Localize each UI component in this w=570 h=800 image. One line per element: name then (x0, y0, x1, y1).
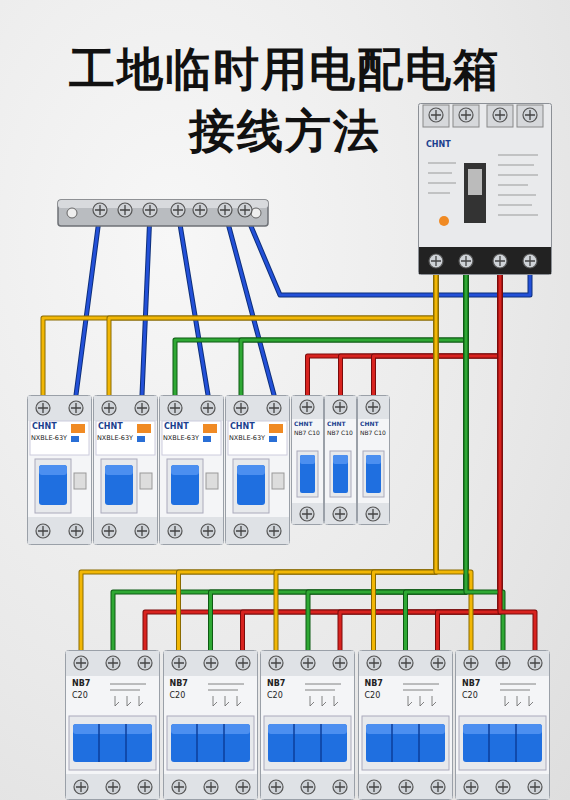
model-label: C20 (72, 692, 88, 700)
circuit-breaker: NB7C20 (358, 650, 453, 800)
brand-label: CHNT (294, 421, 313, 427)
wire-line (241, 275, 466, 395)
wire-line (211, 275, 467, 650)
title: 工地临时用电配电箱 接线方法 (55, 38, 515, 162)
wire-line (113, 275, 466, 650)
model-label: C20 (170, 692, 186, 700)
breaker-body (163, 650, 258, 800)
breaker-body (357, 395, 390, 525)
breaker-body (358, 650, 453, 800)
wire-line (466, 275, 503, 650)
wire-line (308, 275, 501, 395)
wire-line (211, 275, 467, 650)
model-label: NXBLE-63Y (31, 435, 67, 442)
neutral-bar (58, 200, 268, 226)
leakage-breaker: CHNT NXBLE-63Y (159, 395, 224, 545)
leakage-breaker: CHNT NXBLE-63Y (93, 395, 158, 545)
model-label: NB7 (327, 430, 339, 436)
leakage-breaker: CHNT NXBLE-63Y (27, 395, 92, 545)
wire-line (145, 275, 500, 650)
breaker-body (93, 395, 158, 545)
breaker-body (418, 103, 552, 275)
brand-label: CHNT (164, 423, 189, 431)
model-label: NXBLE-63Y (97, 435, 133, 442)
circuit-breaker: CHNT NB7C10 (324, 395, 357, 525)
wire-line (175, 275, 466, 395)
model-label: C10 (341, 430, 353, 436)
brand-label: CHNT (426, 141, 451, 149)
wire-line (109, 275, 436, 395)
wire (436, 275, 535, 650)
brand-label: CHNT (32, 423, 57, 431)
breaker-body (260, 650, 355, 800)
breaker-body (27, 395, 92, 545)
model-label: NB7 (294, 430, 306, 436)
model-label: NB7 (267, 680, 285, 688)
model-label: NXBLE-63Y (163, 435, 199, 442)
model-label: NB7 (72, 680, 90, 688)
breaker-body (455, 650, 550, 800)
breaker-body (159, 395, 224, 545)
model-label: NB7 (360, 430, 372, 436)
breaker-body (291, 395, 324, 525)
model-label: C20 (267, 692, 283, 700)
wire-line (466, 275, 503, 650)
wire-line (308, 275, 501, 395)
wire (175, 275, 466, 395)
wire-line (341, 275, 501, 395)
wire-line (500, 275, 535, 650)
circuit-breaker: CHNT NB7C10 (357, 395, 390, 525)
leakage-breaker: CHNT NXBLE-63Y (225, 395, 290, 545)
model-label: C10 (308, 430, 320, 436)
breaker-body (65, 650, 160, 800)
wire-line (500, 275, 535, 650)
model-label: NXBLE-63Y (229, 435, 265, 442)
main-breaker: CHNT (418, 103, 552, 275)
brand-label: CHNT (98, 423, 123, 431)
wire-line (241, 275, 466, 395)
circuit-breaker: NB7C20 (163, 650, 258, 800)
wire (241, 275, 466, 395)
wire-line (109, 275, 436, 395)
model-label: NB7 (170, 680, 188, 688)
brand-label: CHNT (230, 423, 255, 431)
model-label: NB7 (365, 680, 383, 688)
wire (341, 275, 501, 395)
circuit-breaker: NB7C20 (455, 650, 550, 800)
model-label: C20 (365, 692, 381, 700)
wire-line (308, 275, 466, 650)
wire (109, 275, 436, 395)
wire (308, 275, 501, 395)
wire-line (175, 275, 466, 395)
wire (81, 275, 500, 650)
brand-label: CHNT (360, 421, 379, 427)
wire (179, 275, 501, 650)
breaker-body (324, 395, 357, 525)
circuit-breaker: NB7C20 (65, 650, 160, 800)
model-label: C10 (374, 430, 386, 436)
circuit-breaker: CHNT NB7C10 (291, 395, 324, 525)
model-label: C20 (462, 692, 478, 700)
brand-label: CHNT (327, 421, 346, 427)
wire-line (308, 275, 466, 650)
wire-line (145, 275, 500, 650)
wire-line (341, 275, 501, 395)
model-label: NB7 (462, 680, 480, 688)
circuit-breaker: NB7C20 (260, 650, 355, 800)
wire-line (113, 275, 466, 650)
breaker-body (225, 395, 290, 545)
